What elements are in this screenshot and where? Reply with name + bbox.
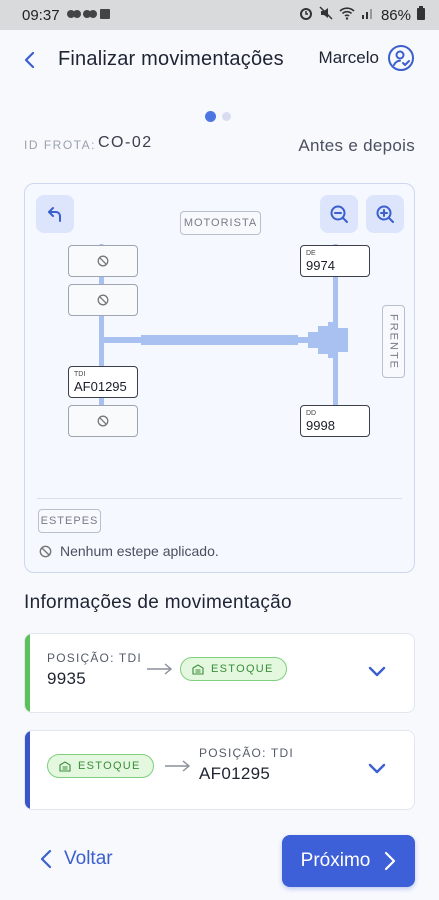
next-button[interactable]: Próximo — [282, 835, 415, 887]
chevron-left-icon — [40, 849, 52, 869]
mute-icon — [319, 6, 333, 24]
pager-dot-2 — [222, 112, 231, 121]
tire-position: DD — [306, 409, 317, 417]
back-button-label: Voltar — [64, 848, 113, 869]
card-stripe-blue — [25, 731, 30, 809]
tire-number: 9974 — [306, 257, 335, 273]
diagram-divider — [37, 498, 402, 499]
user-check-icon — [388, 45, 414, 71]
tire-slot-dd[interactable]: DD 9998 — [300, 405, 370, 437]
engine-block-icon — [308, 322, 348, 358]
driver-tag: MOTORISTA — [180, 211, 261, 235]
tire-slot-empty[interactable] — [68, 284, 138, 316]
battery-icon — [417, 6, 425, 24]
card-stripe-green — [25, 634, 30, 712]
tire-position: DE — [306, 249, 316, 257]
tire-number: 9998 — [306, 417, 335, 433]
zoom-in-icon — [376, 205, 394, 223]
no-spare-notice: Nenhum estepe aplicado. — [39, 543, 219, 559]
zoom-out-button[interactable] — [320, 195, 358, 233]
next-button-label: Próximo — [300, 850, 371, 871]
tire-diagram: MOTORISTA FRENTE TDI AF01295 DE 9974 DD … — [24, 183, 415, 573]
movements-title: Informações de movimentação — [24, 592, 292, 613]
notification-icon — [66, 8, 110, 23]
chevron-down-icon[interactable] — [368, 763, 386, 775]
alarm-icon — [299, 6, 313, 24]
blocked-icon — [97, 255, 109, 267]
warehouse-icon — [192, 664, 204, 675]
page-title: Finalizar movimentações — [58, 48, 284, 70]
front-tag: FRENTE — [382, 305, 405, 378]
tire-position: TDI — [74, 370, 86, 378]
signal-icon — [361, 6, 375, 24]
chevron-right-icon — [385, 851, 396, 871]
stock-badge-label: ESTOQUE — [78, 760, 141, 772]
tire-slot-empty[interactable] — [68, 405, 138, 437]
tire-number: AF01295 — [74, 378, 127, 394]
status-time: 09:37 — [22, 6, 60, 24]
pager-dots — [205, 111, 231, 122]
stock-badge: ESTOQUE — [47, 754, 154, 778]
tire-slot-de[interactable]: DE 9974 — [300, 245, 370, 277]
back-button[interactable]: Voltar — [40, 848, 113, 870]
blocked-icon — [39, 545, 52, 557]
zoom-out-icon — [330, 205, 348, 223]
zoom-in-button[interactable] — [366, 195, 404, 233]
tire-slot-tdi[interactable]: TDI AF01295 — [68, 366, 138, 398]
movement-to-value: AF01295 — [199, 764, 271, 783]
movement-card[interactable]: ESTOQUE POSIÇÃO: TDI AF01295 — [24, 730, 415, 810]
pager-dot-1 — [205, 111, 216, 122]
undo-icon — [48, 207, 61, 222]
blocked-icon — [97, 294, 109, 306]
stock-badge: ESTOQUE — [180, 657, 287, 681]
no-spare-text: Nenhum estepe aplicado. — [60, 543, 219, 559]
chassis-bar — [141, 335, 298, 345]
arrow-right-icon — [147, 663, 173, 675]
movement-from-label: POSIÇÃO: TDI — [47, 651, 142, 665]
movement-card[interactable]: POSIÇÃO: TDI 9935 ESTOQUE — [24, 633, 415, 713]
stock-badge-label: ESTOQUE — [211, 663, 274, 675]
user-menu[interactable]: Marcelo — [319, 44, 415, 72]
warehouse-icon — [59, 761, 71, 772]
status-bar: 09:37 86% — [0, 0, 439, 30]
fleet-id-value: CO-02 — [98, 134, 153, 151]
battery-level: 86% — [380, 6, 411, 24]
spares-tag: ESTEPES — [38, 509, 101, 533]
movement-to-label: POSIÇÃO: TDI — [199, 746, 294, 760]
wifi-icon — [339, 6, 355, 24]
fleet-id-label: ID FROTA: — [24, 138, 96, 152]
arrow-right-icon — [165, 760, 191, 772]
back-chevron-icon[interactable] — [22, 50, 38, 70]
chassis-rear-link — [101, 337, 141, 343]
blocked-icon — [97, 415, 109, 427]
chevron-down-icon[interactable] — [368, 666, 386, 678]
movement-from-value: 9935 — [47, 669, 87, 688]
tire-slot-empty[interactable] — [68, 245, 138, 277]
chassis-front-link — [295, 337, 315, 343]
app-header: Finalizar movimentações Marcelo — [0, 30, 439, 90]
user-name: Marcelo — [318, 48, 379, 67]
undo-button[interactable] — [36, 195, 74, 233]
before-after-link[interactable]: Antes e depois — [298, 136, 415, 155]
